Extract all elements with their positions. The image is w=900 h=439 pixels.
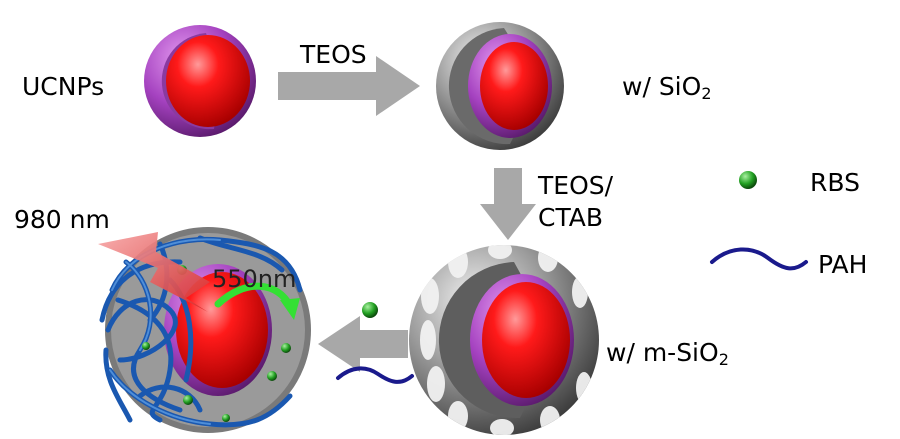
label-w-msio2-sub: 2 — [718, 350, 729, 369]
pah-strand-near-arrow — [336, 366, 414, 384]
msio2-particle — [409, 245, 599, 435]
pah-legend-line — [710, 247, 808, 271]
label-teos: TEOS — [300, 40, 367, 69]
rbs-dot-near-arrow — [362, 302, 378, 318]
label-teos-ctab: TEOS/CTAB — [538, 170, 613, 234]
label-teos-slash: TEOS/ — [538, 171, 614, 200]
label-pah: PAH — [818, 250, 868, 279]
arrow-pah-coating — [318, 316, 408, 372]
laser-980nm-bolt — [98, 232, 210, 312]
label-rbs: RBS — [810, 168, 860, 197]
arrow-teos — [278, 56, 420, 116]
legend-pah — [710, 247, 808, 271]
label-w-sio2-sub: 2 — [701, 84, 712, 103]
label-w-sio2-text: w/ SiO — [622, 72, 702, 101]
label-w-msio2-text: w/ m-SiO — [606, 338, 719, 367]
pah-polymer-highlight — [109, 238, 221, 425]
label-ucnps: UCNPs — [22, 72, 105, 101]
label-980nm: 980 nm — [14, 205, 110, 234]
emission-550nm-arrow — [214, 282, 294, 310]
sio2-particle — [436, 22, 564, 150]
emission-550nm-arrowhead — [280, 298, 300, 320]
label-550nm: 550nm — [212, 265, 297, 293]
arrow-teos-ctab — [480, 168, 536, 240]
label-w-msio2: w/ m-SiO2 — [606, 338, 729, 375]
ucnp-particle — [144, 25, 256, 137]
legend-rbs — [739, 171, 757, 189]
label-w-sio2: w/ SiO2 — [622, 72, 712, 109]
rbs-legend-dot — [739, 171, 757, 189]
label-ctab: CTAB — [538, 203, 604, 232]
coated-particle — [98, 227, 311, 433]
